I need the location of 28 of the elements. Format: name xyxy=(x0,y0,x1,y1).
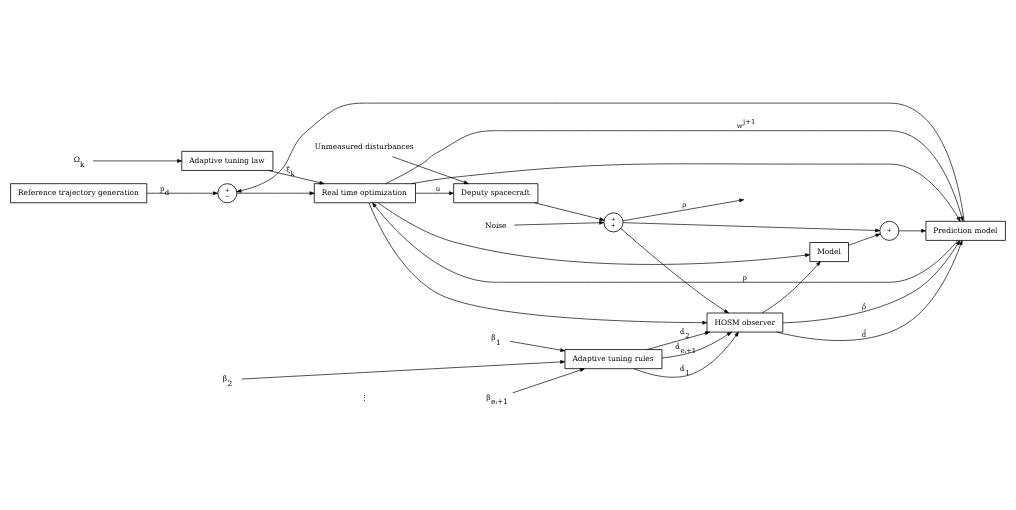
arrow xyxy=(513,220,605,225)
arrow xyxy=(368,201,708,324)
arrow xyxy=(146,190,218,195)
arrow xyxy=(622,221,881,232)
arrow xyxy=(236,190,315,195)
arrow xyxy=(646,330,710,350)
arrow xyxy=(385,129,964,222)
arrow xyxy=(534,201,605,221)
arrow xyxy=(898,228,927,233)
arrow xyxy=(92,158,183,163)
arrow xyxy=(620,227,729,313)
arrow xyxy=(512,367,585,393)
arrow xyxy=(415,190,454,195)
arrow xyxy=(372,202,959,283)
arrow xyxy=(633,331,739,378)
arrow xyxy=(392,155,469,184)
arrow xyxy=(661,331,732,358)
arrow xyxy=(377,201,810,265)
arrow xyxy=(622,198,745,221)
arrow xyxy=(776,239,963,341)
arrow xyxy=(241,359,566,379)
arrow xyxy=(411,162,961,222)
arrow xyxy=(267,169,325,184)
arrow xyxy=(848,233,881,246)
arrow xyxy=(509,340,566,352)
arrow xyxy=(782,239,961,323)
arrow xyxy=(236,102,965,222)
arrow xyxy=(761,260,821,313)
